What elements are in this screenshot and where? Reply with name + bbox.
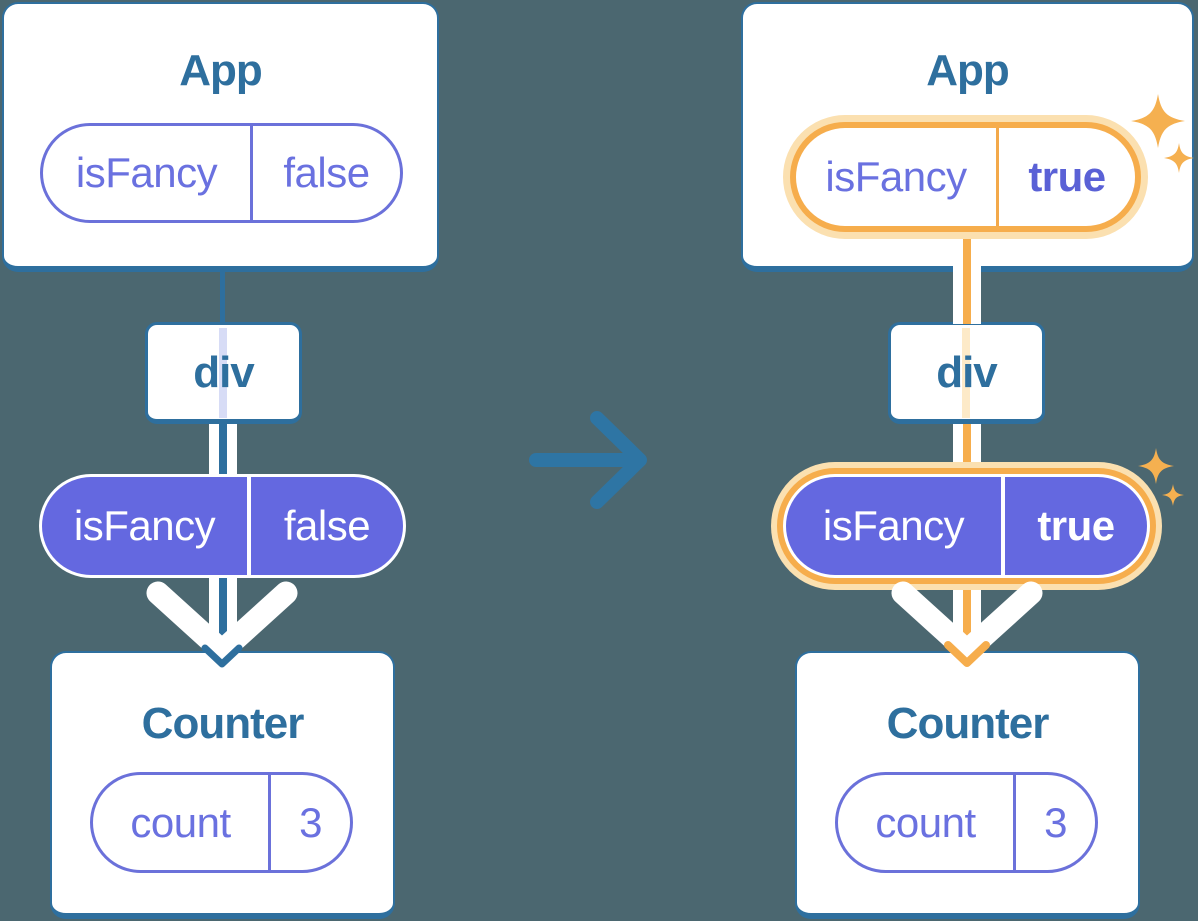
right-app-title: App — [926, 46, 1010, 95]
right-edge-app-div-core — [963, 237, 971, 324]
left-app-prop-divider — [250, 126, 253, 220]
right-count-state-value: 3 — [1044, 798, 1067, 846]
right-passed-prop-value: true — [1037, 502, 1115, 549]
transition-arrow-icon — [529, 411, 647, 509]
left-app-prop-pill: isFancy false — [40, 123, 403, 223]
right-edge-pill-counter-core — [963, 571, 971, 657]
left-passed-prop-divider — [247, 477, 251, 575]
left-edge-app-div — [220, 272, 225, 324]
right-app-prop-divider — [996, 128, 999, 226]
left-app-prop-value: false — [283, 149, 370, 196]
left-edge-pill-counter-core — [219, 571, 227, 657]
right-passed-prop-divider — [1001, 477, 1005, 575]
right-count-state-divider — [1013, 775, 1016, 870]
left-passed-prop-pill: isFancy false — [42, 477, 403, 575]
left-count-state-divider — [268, 775, 271, 870]
left-div-core-line — [219, 328, 227, 418]
right-app-prop-name: isFancy — [825, 153, 967, 200]
right-app-prop-pill-highlighted: isFancy true — [796, 128, 1135, 226]
right-app-prop-value: true — [1028, 153, 1106, 200]
right-div-label: div — [936, 348, 998, 397]
right-passed-prop-name: isFancy — [822, 502, 965, 549]
right-count-state-pill: count 3 — [835, 772, 1098, 873]
left-edge-div-pill-core — [219, 424, 227, 482]
right-passed-prop-pill-highlighted: isFancy true — [786, 477, 1147, 575]
right-edge-div-pill-core — [963, 424, 971, 482]
left-count-state-name: count — [130, 798, 231, 846]
left-passed-prop-value: false — [283, 502, 371, 549]
left-count-state-pill: count 3 — [90, 772, 353, 873]
left-app-title: App — [179, 46, 263, 95]
right-counter-title: Counter — [886, 699, 1050, 748]
left-app-prop-name: isFancy — [75, 149, 218, 196]
sparkle-icon — [1162, 484, 1184, 506]
left-div-label: div — [193, 348, 255, 397]
right-div-core-line — [962, 328, 970, 418]
left-count-state-value: 3 — [299, 798, 322, 846]
right-count-state-name: count — [875, 798, 976, 846]
left-counter-title: Counter — [141, 699, 305, 748]
left-passed-prop-name: isFancy — [73, 502, 216, 549]
